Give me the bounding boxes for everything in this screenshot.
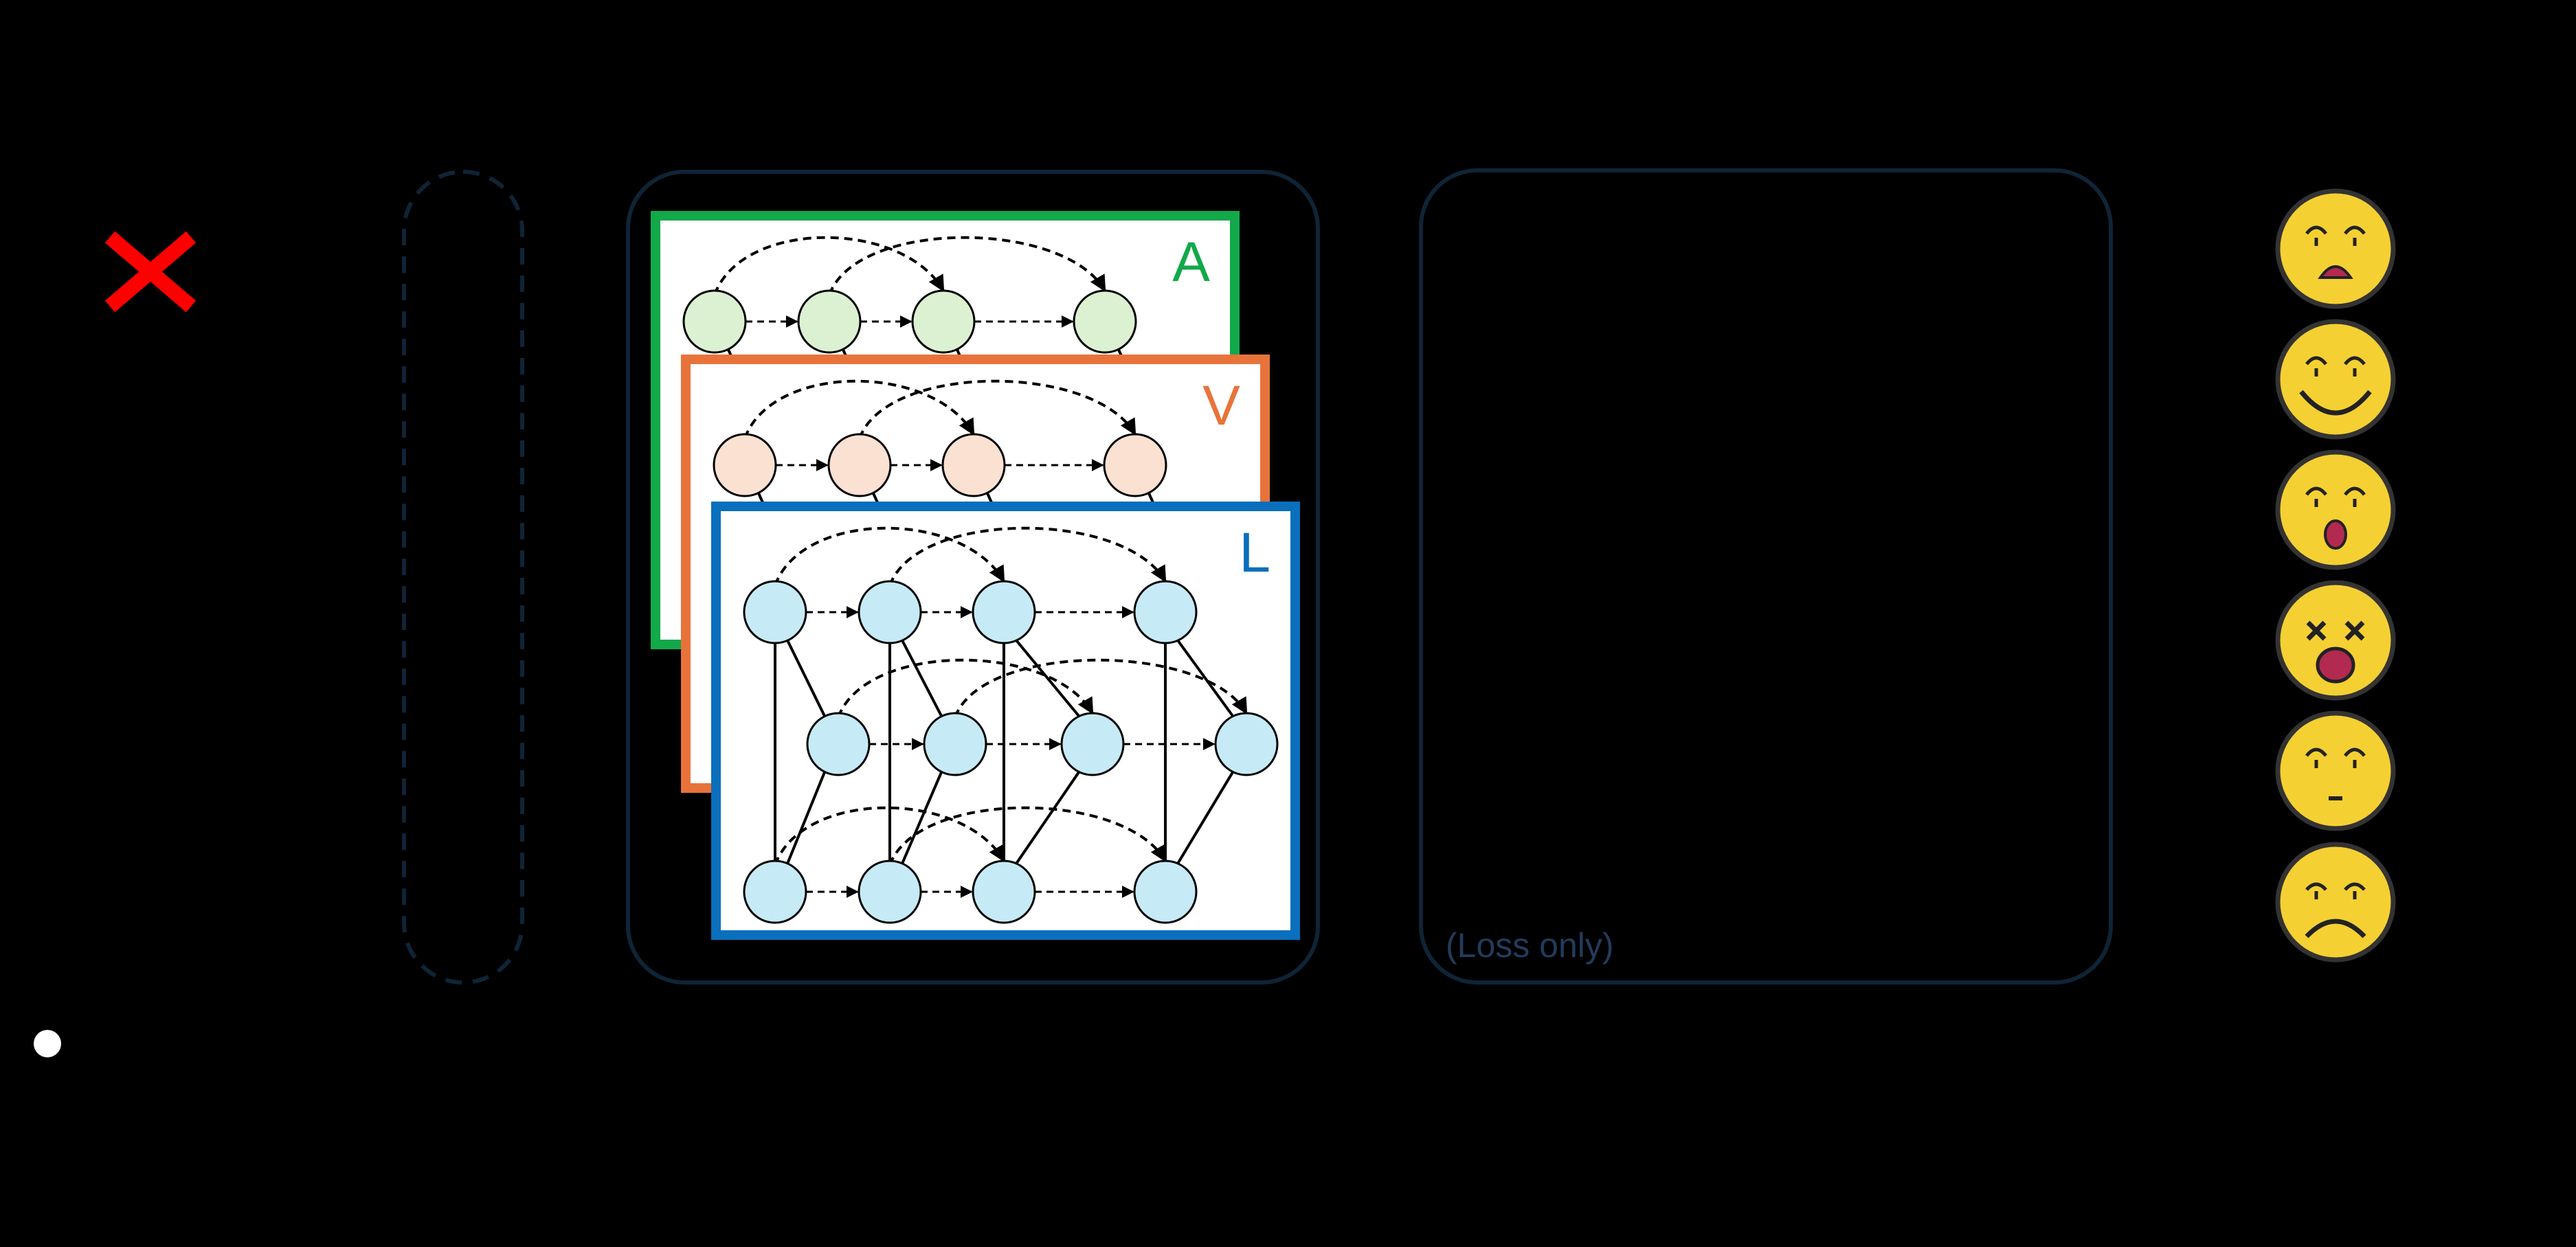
graph-node	[827, 433, 892, 497]
emotion-list	[2275, 188, 2396, 963]
graph-node	[743, 580, 807, 644]
graph-node	[1073, 289, 1137, 354]
dizzy-face-icon	[2275, 580, 2396, 701]
input-capsule	[402, 170, 524, 985]
cross-icon	[104, 231, 197, 313]
graph-node	[743, 860, 807, 924]
graph-node	[858, 860, 922, 924]
graph-node	[1103, 433, 1167, 497]
graph-node	[1133, 580, 1198, 644]
neutral-face-icon	[2275, 710, 2396, 831]
happy-face-icon	[2275, 319, 2396, 440]
graph-node	[911, 289, 976, 354]
graph-node	[797, 289, 862, 354]
modality-label: V	[1202, 374, 1240, 437]
modality-label: A	[1172, 231, 1210, 293]
graph-node	[1060, 712, 1125, 776]
modality-card-l: L	[711, 502, 1300, 940]
modality-label: L	[1239, 521, 1270, 584]
surprise-face-icon	[2275, 188, 2396, 309]
graph-node	[713, 433, 777, 497]
graph-node	[923, 712, 987, 776]
graph-node	[682, 289, 747, 354]
graph-node	[941, 433, 1006, 497]
modality-graph-stack: A V L	[651, 211, 1300, 940]
graph-node	[1214, 712, 1279, 776]
graph-node	[1133, 860, 1198, 924]
graph-panel	[626, 170, 1320, 985]
loss-panel	[1419, 168, 2113, 985]
graph-node	[858, 580, 922, 644]
loss-note: (Loss only)	[1446, 926, 1614, 965]
shocked-face-icon	[2275, 449, 2396, 570]
graph-node	[972, 580, 1036, 644]
sad-face-icon	[2275, 842, 2396, 963]
graph-node	[972, 860, 1036, 924]
graph-node	[806, 712, 871, 776]
bullet-dot	[34, 1030, 61, 1057]
